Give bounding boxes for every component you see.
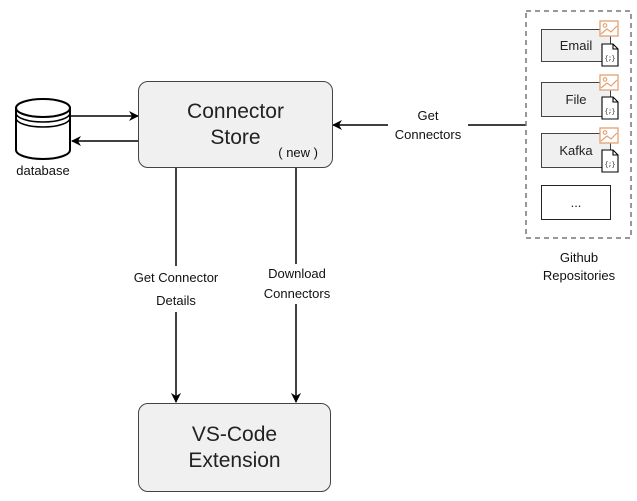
github-repositories-container: [525, 10, 632, 239]
edge-label-download-connectors: Download Connectors: [258, 264, 336, 304]
database-label: database: [16, 163, 70, 178]
repo-item-kafka[interactable]: Kafka: [541, 133, 611, 168]
connector-store-title-line1: Connector: [187, 99, 284, 123]
connector-store-title-line2: Store: [210, 125, 261, 149]
edge-label-get-connectors-line1: Get: [417, 108, 439, 123]
vscode-extension-title-line1: VS-Code: [191, 422, 278, 446]
connector-store-node[interactable]: Connector Store ( new ): [138, 81, 333, 168]
repo-item-email[interactable]: Email: [541, 29, 611, 62]
image-icon: [599, 20, 619, 37]
json-file-icon: {;}: [601, 43, 619, 67]
connector-store-new-tag: ( new ): [278, 145, 318, 160]
vscode-extension-title-line2: Extension: [188, 448, 281, 472]
repo-item-kafka-label: Kafka: [559, 143, 593, 158]
svg-text:{;}: {;}: [605, 108, 616, 115]
image-icon: [599, 74, 619, 91]
svg-text:{;}: {;}: [605, 55, 616, 62]
edge-label-get-connector-details-line1: Get Connector: [133, 270, 219, 285]
image-icon: [599, 127, 619, 144]
repo-item-email-label: Email: [559, 38, 593, 53]
edge-label-get-connectors-line2: Connectors: [394, 127, 462, 142]
repo-item-more-label: ...: [570, 195, 582, 210]
github-repositories-label-line1: Github: [559, 250, 599, 265]
edge-label-download-connectors-line1: Download: [268, 266, 326, 281]
repo-item-file[interactable]: File: [541, 82, 611, 117]
repo-item-more[interactable]: ...: [541, 185, 611, 220]
edge-label-get-connectors: Get Connectors: [388, 106, 468, 144]
repo-item-file-label: File: [565, 92, 587, 107]
svg-text:{;}: {;}: [605, 161, 616, 168]
edge-label-get-connector-details: Get Connector Details: [122, 266, 230, 312]
json-file-icon: {;}: [601, 149, 619, 173]
github-repositories-label: Github Repositories: [533, 249, 625, 285]
github-repositories-label-line2: Repositories: [542, 268, 616, 283]
database-icon: [15, 98, 71, 160]
edge-label-get-connector-details-line2: Details: [156, 293, 196, 308]
vscode-extension-node[interactable]: VS-Code Extension: [138, 403, 331, 492]
json-file-icon: {;}: [601, 96, 619, 120]
edge-label-download-connectors-line2: Connectors: [263, 286, 331, 301]
